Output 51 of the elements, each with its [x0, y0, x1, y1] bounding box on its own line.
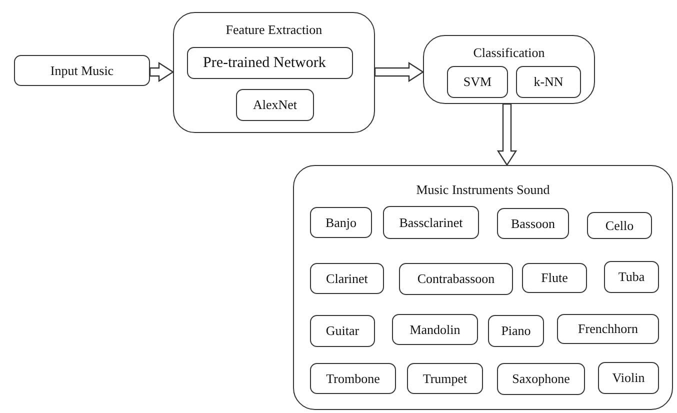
process-box	[407, 363, 483, 394]
process-box	[516, 66, 581, 98]
box-label: Trumpet	[422, 370, 468, 386]
process-box	[310, 207, 372, 238]
box-label: Clarinet	[326, 270, 368, 286]
process-box	[488, 315, 544, 347]
process-box	[392, 314, 478, 345]
box-label: Tuba	[618, 269, 645, 285]
box-label: Banjo	[325, 214, 357, 230]
box-label: Violin	[612, 370, 645, 386]
box-label: AlexNet	[252, 97, 298, 113]
process-box	[310, 363, 396, 394]
process-box	[522, 263, 587, 293]
process-box	[310, 315, 375, 347]
process-box	[557, 314, 659, 344]
group-box	[423, 35, 595, 104]
box-label: Mandolin	[410, 322, 460, 338]
box-label: Contrabassoon	[417, 271, 495, 287]
block-arrow	[149, 62, 174, 82]
box-label: k-NN	[534, 74, 564, 90]
process-box	[236, 89, 314, 121]
process-box	[310, 263, 384, 294]
process-box	[497, 363, 585, 395]
process-box	[598, 362, 659, 394]
box-label: Cello	[605, 218, 634, 234]
box-label: SVM	[463, 74, 492, 90]
process-box	[14, 55, 150, 86]
group-heading: Feature Extraction	[224, 22, 324, 38]
box-label: Frenchhorn	[578, 321, 638, 337]
process-box	[399, 263, 513, 295]
process-box	[497, 208, 569, 239]
group-heading: Classification	[472, 45, 546, 61]
box-label: Saxophone	[512, 371, 570, 387]
process-box	[383, 206, 479, 239]
group-box	[173, 12, 375, 133]
box-label: Flute	[541, 270, 568, 286]
box-label: Pre-trained Network	[203, 54, 326, 72]
process-box	[587, 212, 652, 239]
box-label: Piano	[501, 323, 531, 339]
process-box	[187, 47, 353, 79]
block-arrow	[496, 103, 518, 166]
box-label: Trombone	[326, 370, 380, 386]
box-label: Guitar	[326, 323, 360, 339]
group-box	[293, 165, 673, 410]
process-box	[447, 66, 508, 98]
box-label: Bassoon	[510, 216, 556, 232]
box-label: Bassclarinet	[399, 214, 463, 230]
box-label: Input Music	[50, 62, 114, 78]
block-arrow	[374, 62, 424, 82]
group-heading: Music Instruments Sound	[415, 182, 551, 198]
process-box	[604, 261, 659, 293]
